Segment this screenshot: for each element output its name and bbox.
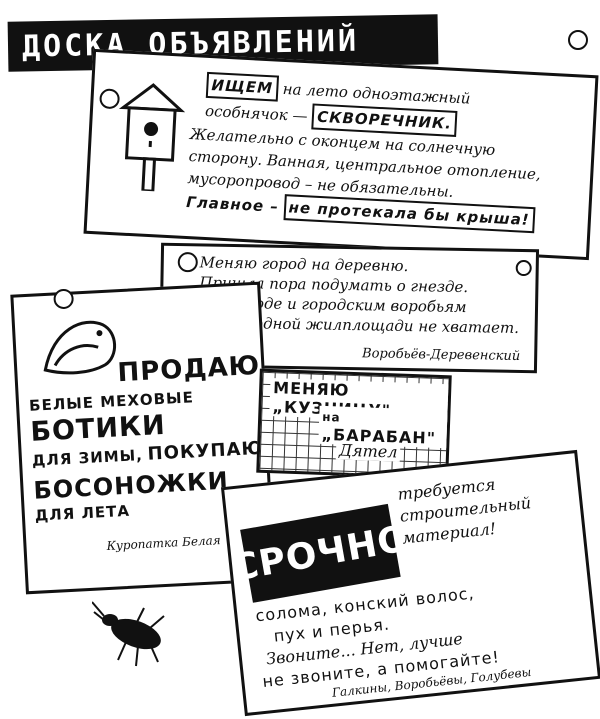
ad1-highlight-word: ИЩЕМ [205, 71, 279, 102]
ad2-signature: Воробьёв-Деревенский [361, 346, 521, 364]
ad4-on: на [321, 409, 341, 425]
pin-icon [177, 252, 198, 273]
cockroach-icon [92, 601, 165, 667]
bird-icon [43, 320, 117, 375]
ad1-line6a: Главное – [185, 192, 280, 216]
pin-icon [568, 30, 588, 50]
notice-urgent: СРОЧНО требуется строительный материал! … [220, 449, 600, 717]
ad1-line2a: особнячок — [204, 101, 308, 126]
ad2-line4: свободной жилплощади не хватает. [218, 313, 520, 337]
ad3-buy: ПОКУПАЮ [147, 437, 265, 465]
notice-woodpecker: МЕНЯЮ „КУЗНИЦУ" на „БАРАБАН" Дятел [256, 368, 452, 480]
pin-icon [53, 288, 75, 310]
ad5-urgent-label: СРОЧНО [229, 503, 412, 603]
notice-starling-house: ИЩЕМ на лето одноэтажный особнячок — СКВ… [83, 48, 599, 261]
ad3-sell: ПРОДАЮ [116, 350, 261, 389]
notice-ptarmigan: ПРОДАЮ БЕЛЫЕ МЕХОВЫЕ БОТИКИ ДЛЯ ЗИМЫ, ПО… [10, 281, 276, 595]
birdhouse-icon [118, 83, 186, 193]
ad3-line4a: ДЛЯ ЗИМЫ, [31, 446, 144, 470]
ad4-signature: Дятел [335, 440, 401, 462]
